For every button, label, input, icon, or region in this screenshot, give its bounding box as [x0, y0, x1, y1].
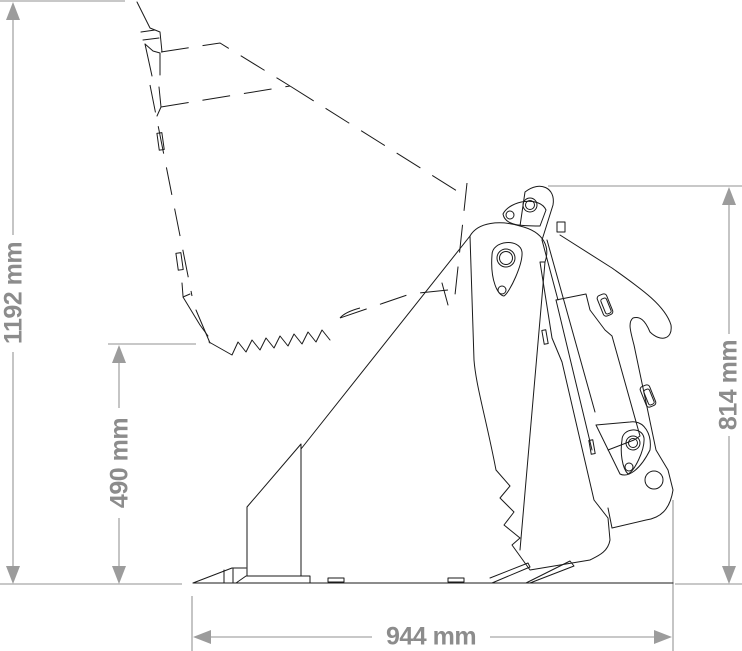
arrow-up-icon	[6, 2, 20, 20]
dimension-label-total-height: 1192 mm	[0, 237, 28, 349]
bucket-body	[192, 235, 674, 584]
quick-attach-frame	[469, 185, 611, 571]
dimension-label-back-height: 814 mm	[715, 335, 742, 435]
arrow-down-icon	[112, 566, 126, 584]
arrow-down-icon	[722, 566, 736, 584]
hook-plate	[541, 221, 674, 529]
arrow-right-icon	[654, 630, 672, 644]
arrow-up-icon	[112, 345, 126, 363]
arrow-left-icon	[193, 630, 211, 644]
dimension-label-dump-height: 490 mm	[106, 413, 134, 513]
raised-bucket-outline	[136, 1, 468, 356]
dimension-label-length: 944 mm	[381, 624, 481, 650]
arrow-down-icon	[6, 566, 20, 584]
arrow-up-icon	[722, 187, 736, 205]
